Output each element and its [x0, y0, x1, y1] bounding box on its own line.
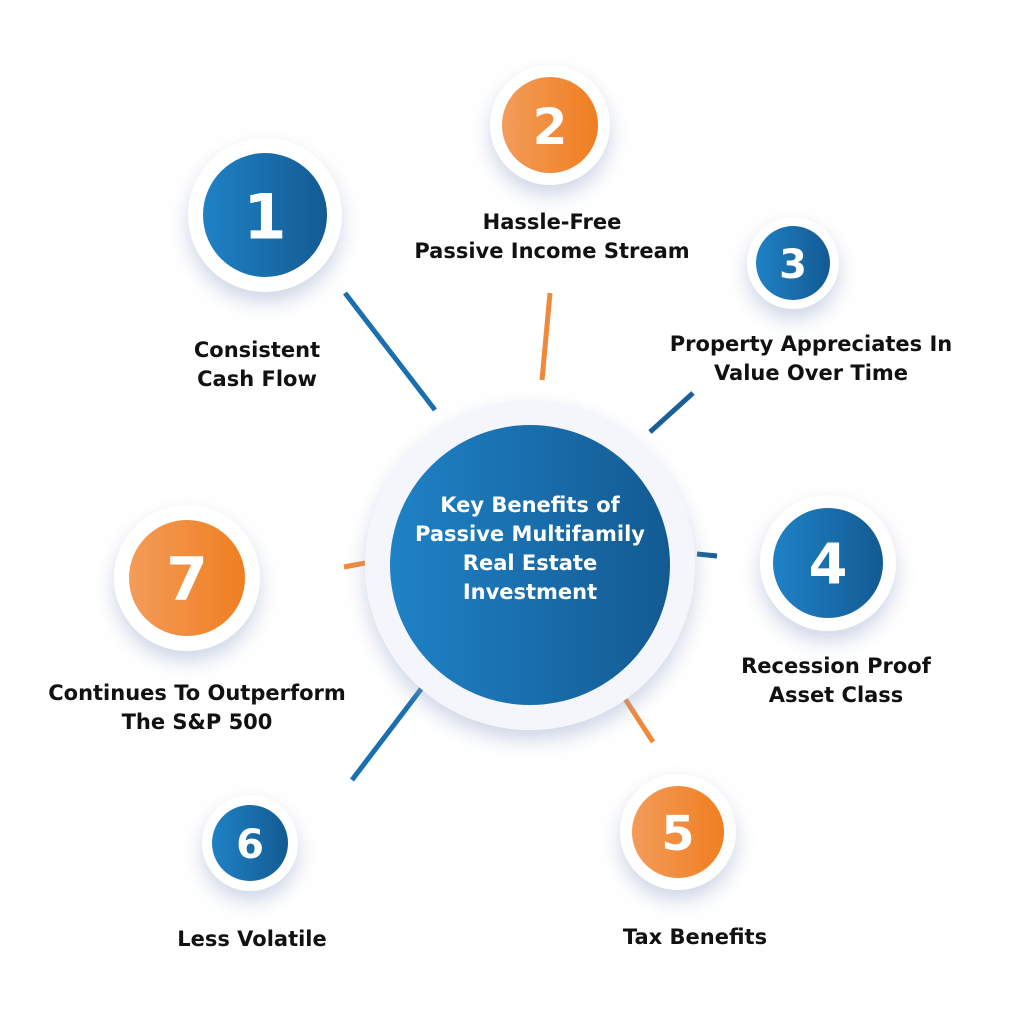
number-badge: 1 [243, 181, 286, 254]
number-badge: 5 [661, 806, 694, 862]
benefit-1: 1 Consistent Cash Flow [188, 138, 342, 391]
number-badge: 2 [533, 98, 568, 156]
benefit-label: Continues To Outperform [48, 681, 346, 705]
center-title-line: Passive Multifamily [415, 522, 645, 546]
benefit-3: 3 Property Appreciates In Value Over Tim… [670, 217, 952, 385]
connector-7 [343, 560, 366, 570]
number-badge: 4 [809, 533, 848, 598]
center-title-line: Key Benefits of [440, 493, 620, 517]
benefit-label: Consistent [194, 338, 320, 362]
connector-6 [350, 678, 430, 782]
connector-1 [343, 291, 437, 412]
number-badge: 6 [236, 822, 264, 868]
center-title-line: Real Estate [463, 551, 597, 575]
benefit-5: 5 Tax Benefits [620, 774, 767, 949]
center-title-line: Investment [463, 580, 597, 604]
benefit-label: Asset Class [769, 683, 904, 707]
benefit-label: Passive Income Stream [414, 239, 689, 263]
number-badge: 3 [779, 242, 807, 288]
center-hub: Key Benefits of Passive Multifamily Real… [365, 400, 695, 730]
benefit-label: Hassle-Free [483, 210, 622, 234]
connector-3 [648, 391, 695, 434]
connector-4 [696, 551, 718, 559]
benefit-label: The S&P 500 [122, 710, 273, 734]
benefit-label: Less Volatile [177, 927, 327, 951]
benefit-4: 4 Recession Proof Asset Class [741, 495, 932, 707]
benefit-label: Property Appreciates In [670, 332, 952, 356]
benefit-7: 7 Continues To Outperform The S&P 500 [48, 505, 346, 734]
benefit-2: 2 Hassle-Free Passive Income Stream [414, 65, 690, 263]
benefit-label: Tax Benefits [623, 925, 767, 949]
number-badge: 7 [166, 545, 208, 615]
benefit-label: Cash Flow [197, 367, 317, 391]
benefit-6: 6 Less Volatile [177, 795, 327, 951]
benefit-label: Recession Proof [741, 654, 932, 678]
benefit-label: Value Over Time [714, 361, 908, 385]
connector-2 [539, 292, 553, 381]
